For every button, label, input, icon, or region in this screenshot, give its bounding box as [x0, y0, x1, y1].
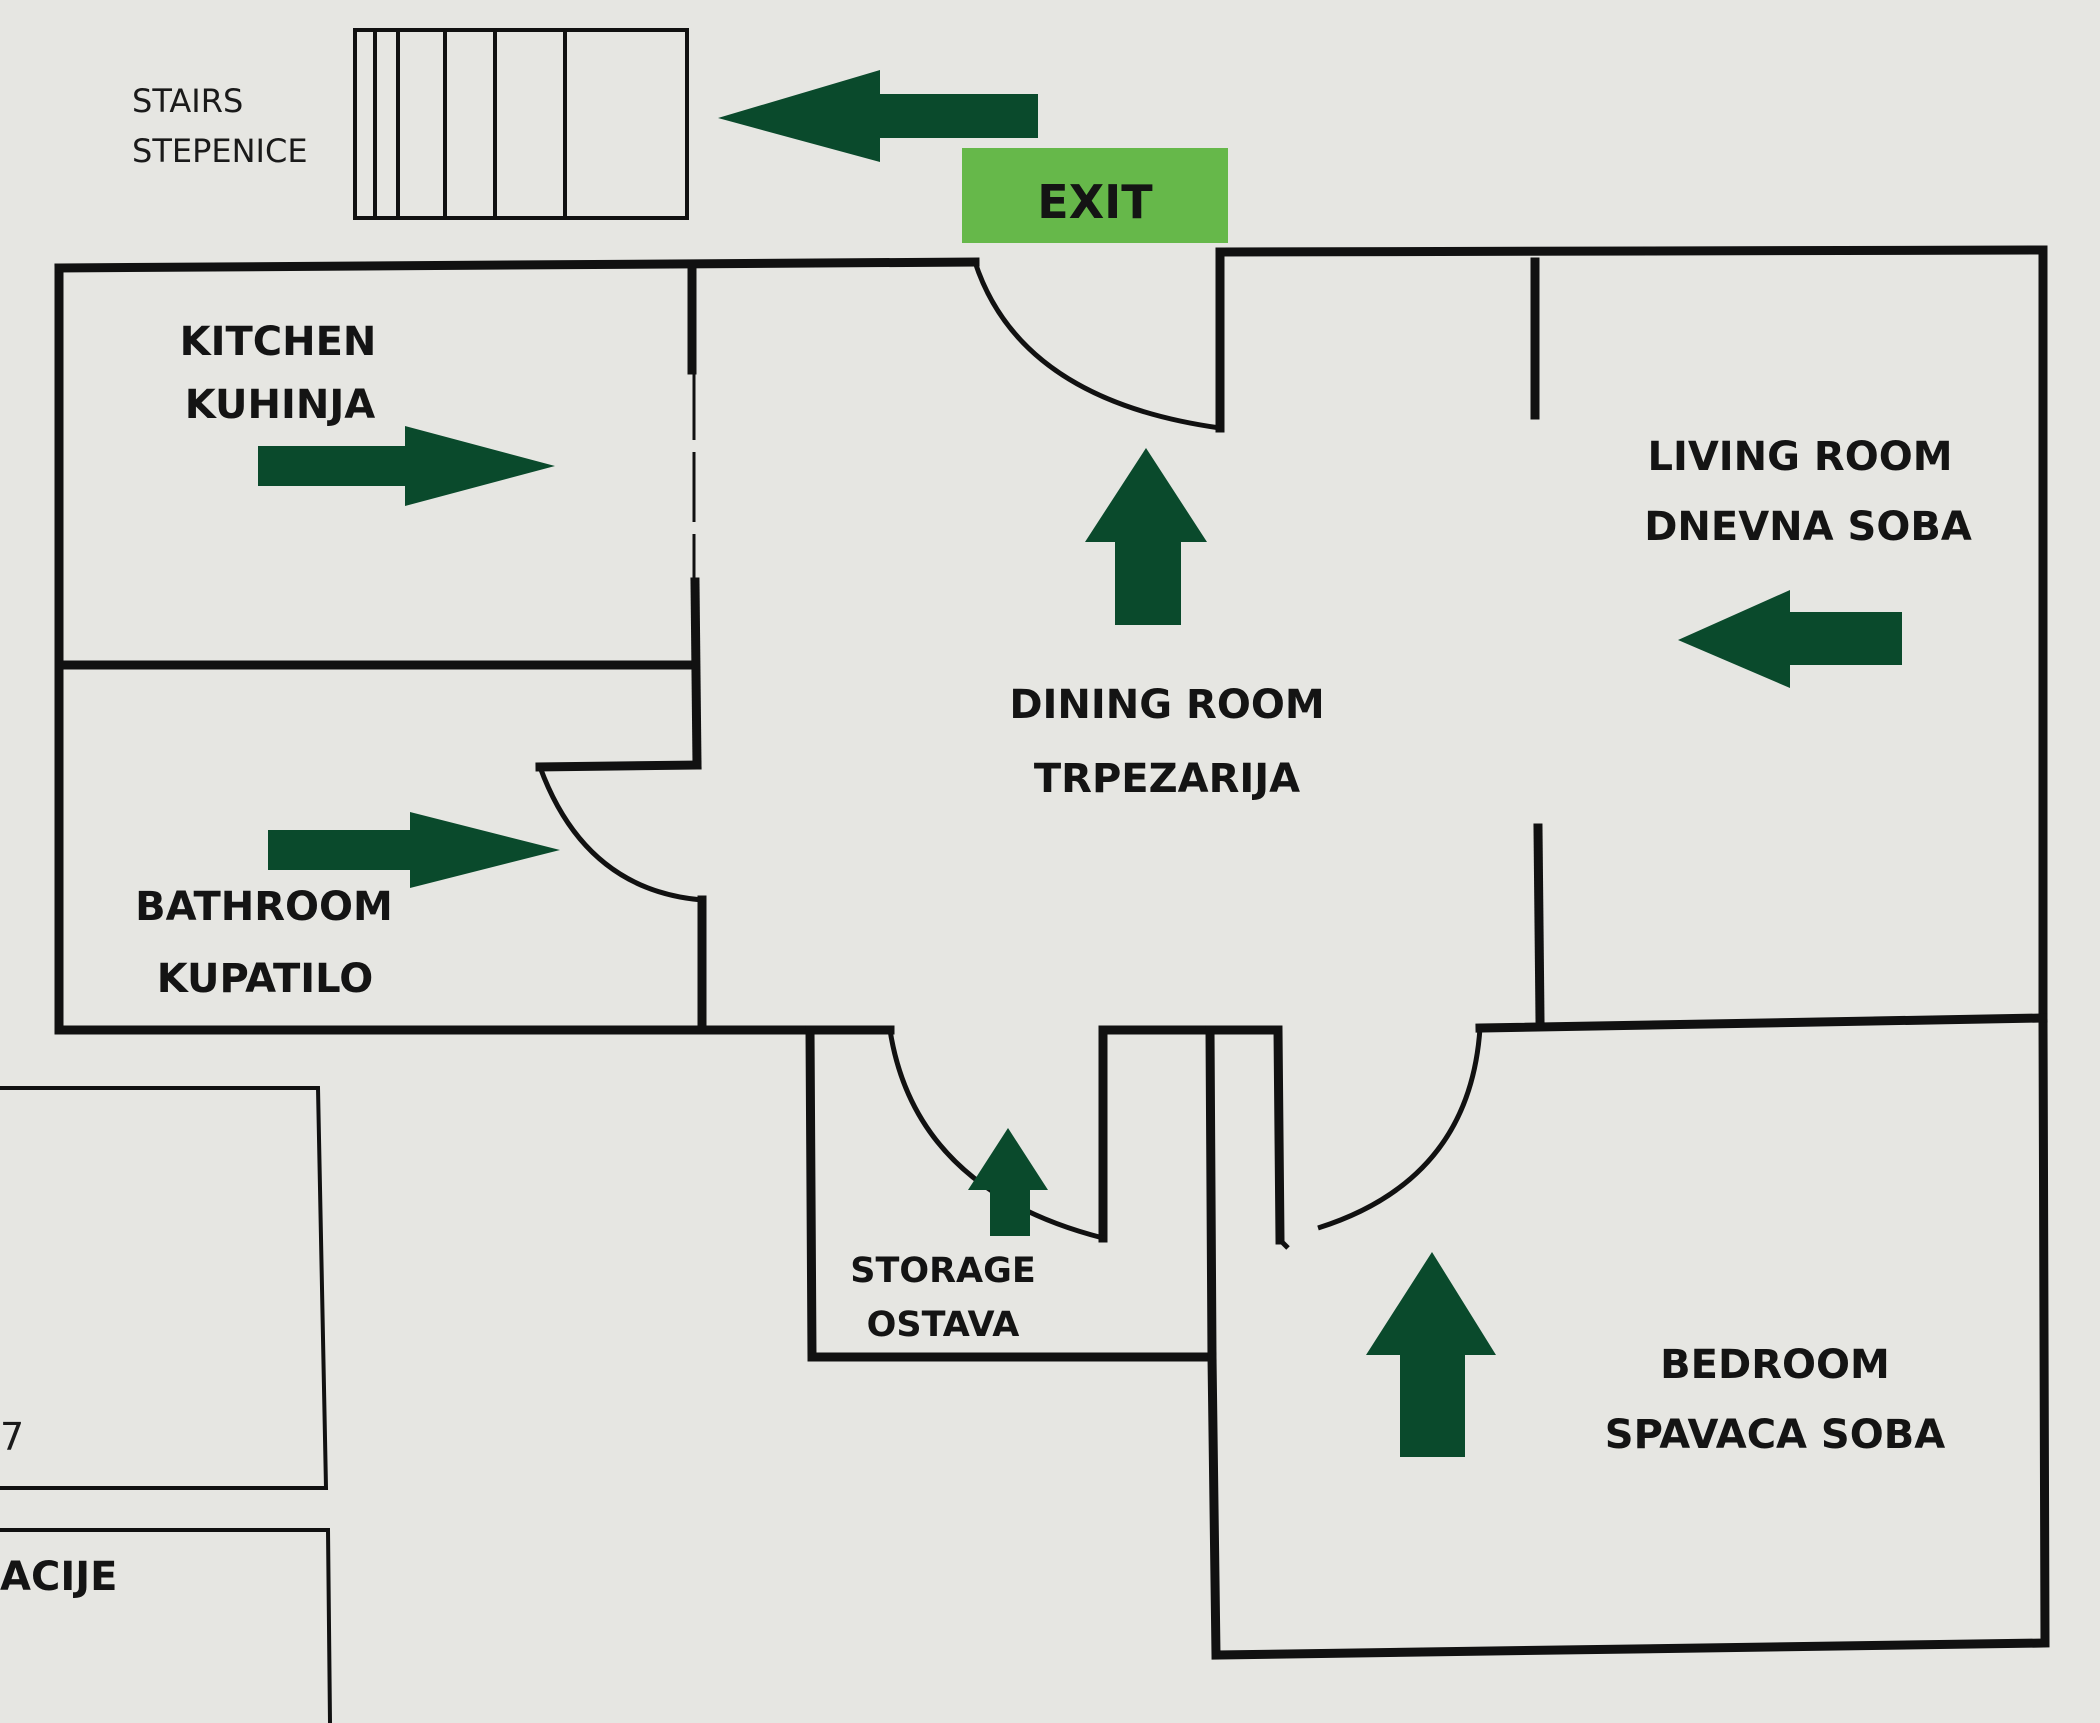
storage-door-swing	[887, 1029, 1104, 1241]
dining-label-en: DINING ROOM	[1009, 682, 1324, 728]
legend-box-1: 7	[0, 1086, 329, 1490]
legend-fragment-1: 7	[0, 1415, 24, 1459]
exit-sign: EXIT	[962, 148, 1228, 243]
bedroom-label-en: BEDROOM	[1660, 1342, 1890, 1388]
arrow-left-icon	[1678, 590, 1902, 688]
arrow-right-icon	[258, 426, 555, 506]
arrow-left-icon	[718, 70, 1038, 162]
legend-box-2: ACIJE	[0, 1528, 332, 1723]
bathroom-label-local: KUPATILO	[157, 956, 374, 1002]
legend-fragment-2: ACIJE	[0, 1554, 117, 1600]
walls	[54, 245, 2050, 1660]
living-label-en: LIVING ROOM	[1647, 434, 1952, 480]
arrow-up-icon	[968, 1128, 1048, 1236]
bathroom-door-swing	[537, 766, 703, 903]
exit-door-swing	[972, 261, 1221, 431]
storage-label-local: OSTAVA	[867, 1305, 1020, 1345]
dining-label-local: TRPEZARIJA	[1034, 756, 1300, 802]
arrow-up-icon	[1085, 448, 1207, 625]
bedroom-door-swing	[1317, 1027, 1483, 1231]
arrow-right-icon	[268, 812, 560, 888]
kitchen-label-local: KUHINJA	[185, 382, 375, 428]
storage-label-en: STORAGE	[850, 1251, 1036, 1291]
bedroom-label-local: SPAVACA SOBA	[1605, 1412, 1945, 1458]
bathroom-label-en: BATHROOM	[135, 884, 393, 930]
stairs-icon	[353, 28, 689, 220]
kitchen-label-en: KITCHEN	[180, 319, 377, 365]
stairs-label-local: STEPENICE	[132, 132, 308, 170]
stairs-label-en: STAIRS	[132, 82, 243, 120]
living-label-local: DNEVNA SOBA	[1644, 504, 1972, 550]
exit-label: EXIT	[1037, 175, 1153, 229]
arrow-up-icon	[1366, 1252, 1496, 1457]
